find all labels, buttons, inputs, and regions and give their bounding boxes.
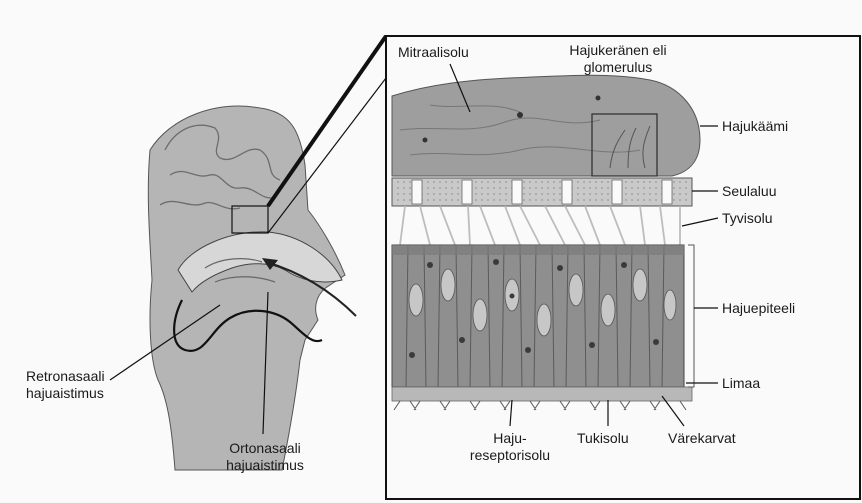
cribriform-texture	[392, 178, 692, 206]
mucus-layer	[392, 387, 692, 401]
label-seulaluu: Seulaluu	[722, 183, 777, 200]
mitral-cell-body	[423, 138, 428, 143]
head-cross-section	[148, 106, 356, 470]
label-hajureseptorisolu: Haju- reseptorisolu	[450, 430, 570, 464]
label-mitraalisolu: Mitraalisolu	[398, 44, 469, 61]
label-glomerulus: Hajukeränen eli glomerulus	[548, 42, 688, 76]
head-silhouette	[148, 106, 345, 470]
label-retronasaali: Retronasaali hajuaistimus	[26, 368, 105, 402]
label-tyvisolu: Tyvisolu	[722, 210, 773, 227]
label-tukisolu: Tukisolu	[577, 430, 629, 447]
mitral-cell-body	[517, 112, 523, 118]
label-ortonasaali: Ortonasaali hajuaistimus	[200, 440, 330, 474]
label-limaa: Limaa	[722, 375, 760, 392]
basal-cell-layer	[392, 245, 684, 255]
label-hajukaami: Hajukäämi	[722, 118, 788, 135]
mitral-cell-body	[596, 96, 601, 101]
label-varekarvat: Värekarvat	[668, 430, 736, 447]
olfactory-bulb	[392, 75, 700, 176]
label-hajuepiteeli: Hajuepiteeli	[722, 300, 795, 317]
